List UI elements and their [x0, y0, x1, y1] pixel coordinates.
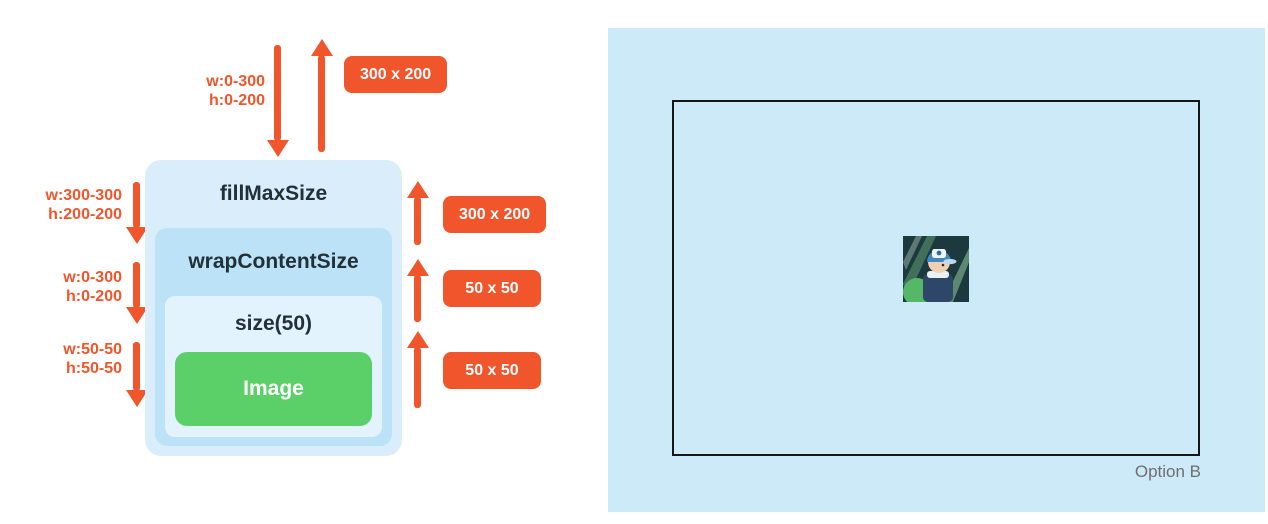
- measured-size-badge: 300 x 200: [344, 56, 448, 93]
- down-arrow-icon: [133, 262, 140, 308]
- option-label: Option B: [1134, 462, 1201, 481]
- preview-panel: Option B: [608, 28, 1265, 512]
- measured-size-badge: 300 x 200: [443, 196, 547, 233]
- up-arrow-icon: [414, 197, 421, 245]
- up-arrow-icon: [414, 347, 421, 408]
- down-arrow-icon: [133, 182, 140, 228]
- size50-constraints-label: w:50-50 h:50-50: [12, 340, 122, 378]
- constraint-height-line: h:0-200: [208, 92, 265, 109]
- measured-size-badge: 50 x 50: [443, 352, 541, 389]
- wrapcontentsize-constraints-label: w:0-300 h:0-200: [12, 268, 122, 306]
- image-node: Image: [175, 352, 372, 426]
- constraint-height-line: h:0-200: [65, 288, 122, 305]
- fillmaxsize-box: fillMaxSize wrapContentSize size(50) Ima…: [145, 160, 402, 456]
- fillmaxsize-constraints-label: w:300-300 h:200-200: [12, 186, 123, 224]
- constraint-width-line: w:0-300: [206, 73, 265, 90]
- constraint-height-line: h:50-50: [65, 360, 122, 377]
- wrapcontentsize-label: wrapContentSize: [188, 250, 359, 273]
- constraint-width-line: w:300-300: [45, 187, 123, 204]
- layout-bounds-frame: [672, 100, 1200, 456]
- fillmaxsize-label: fillMaxSize: [219, 182, 328, 205]
- constraint-width-line: w:0-300: [63, 269, 122, 286]
- wrapcontentsize-box: wrapContentSize size(50) Image: [155, 228, 392, 446]
- up-arrow-icon: [414, 275, 421, 322]
- up-arrow-icon: [318, 55, 325, 152]
- measured-size-badge: 50 x 50: [443, 270, 541, 307]
- incoming-constraints-label: w:0-300 h:0-200: [160, 72, 265, 110]
- down-arrow-icon: [274, 45, 281, 141]
- character-image: [903, 236, 969, 302]
- size50-box: size(50) Image: [165, 296, 382, 437]
- constraint-height-line: h:200-200: [48, 206, 122, 223]
- down-arrow-icon: [133, 342, 140, 391]
- constraint-width-line: w:50-50: [63, 341, 122, 358]
- size50-label: size(50): [234, 312, 313, 335]
